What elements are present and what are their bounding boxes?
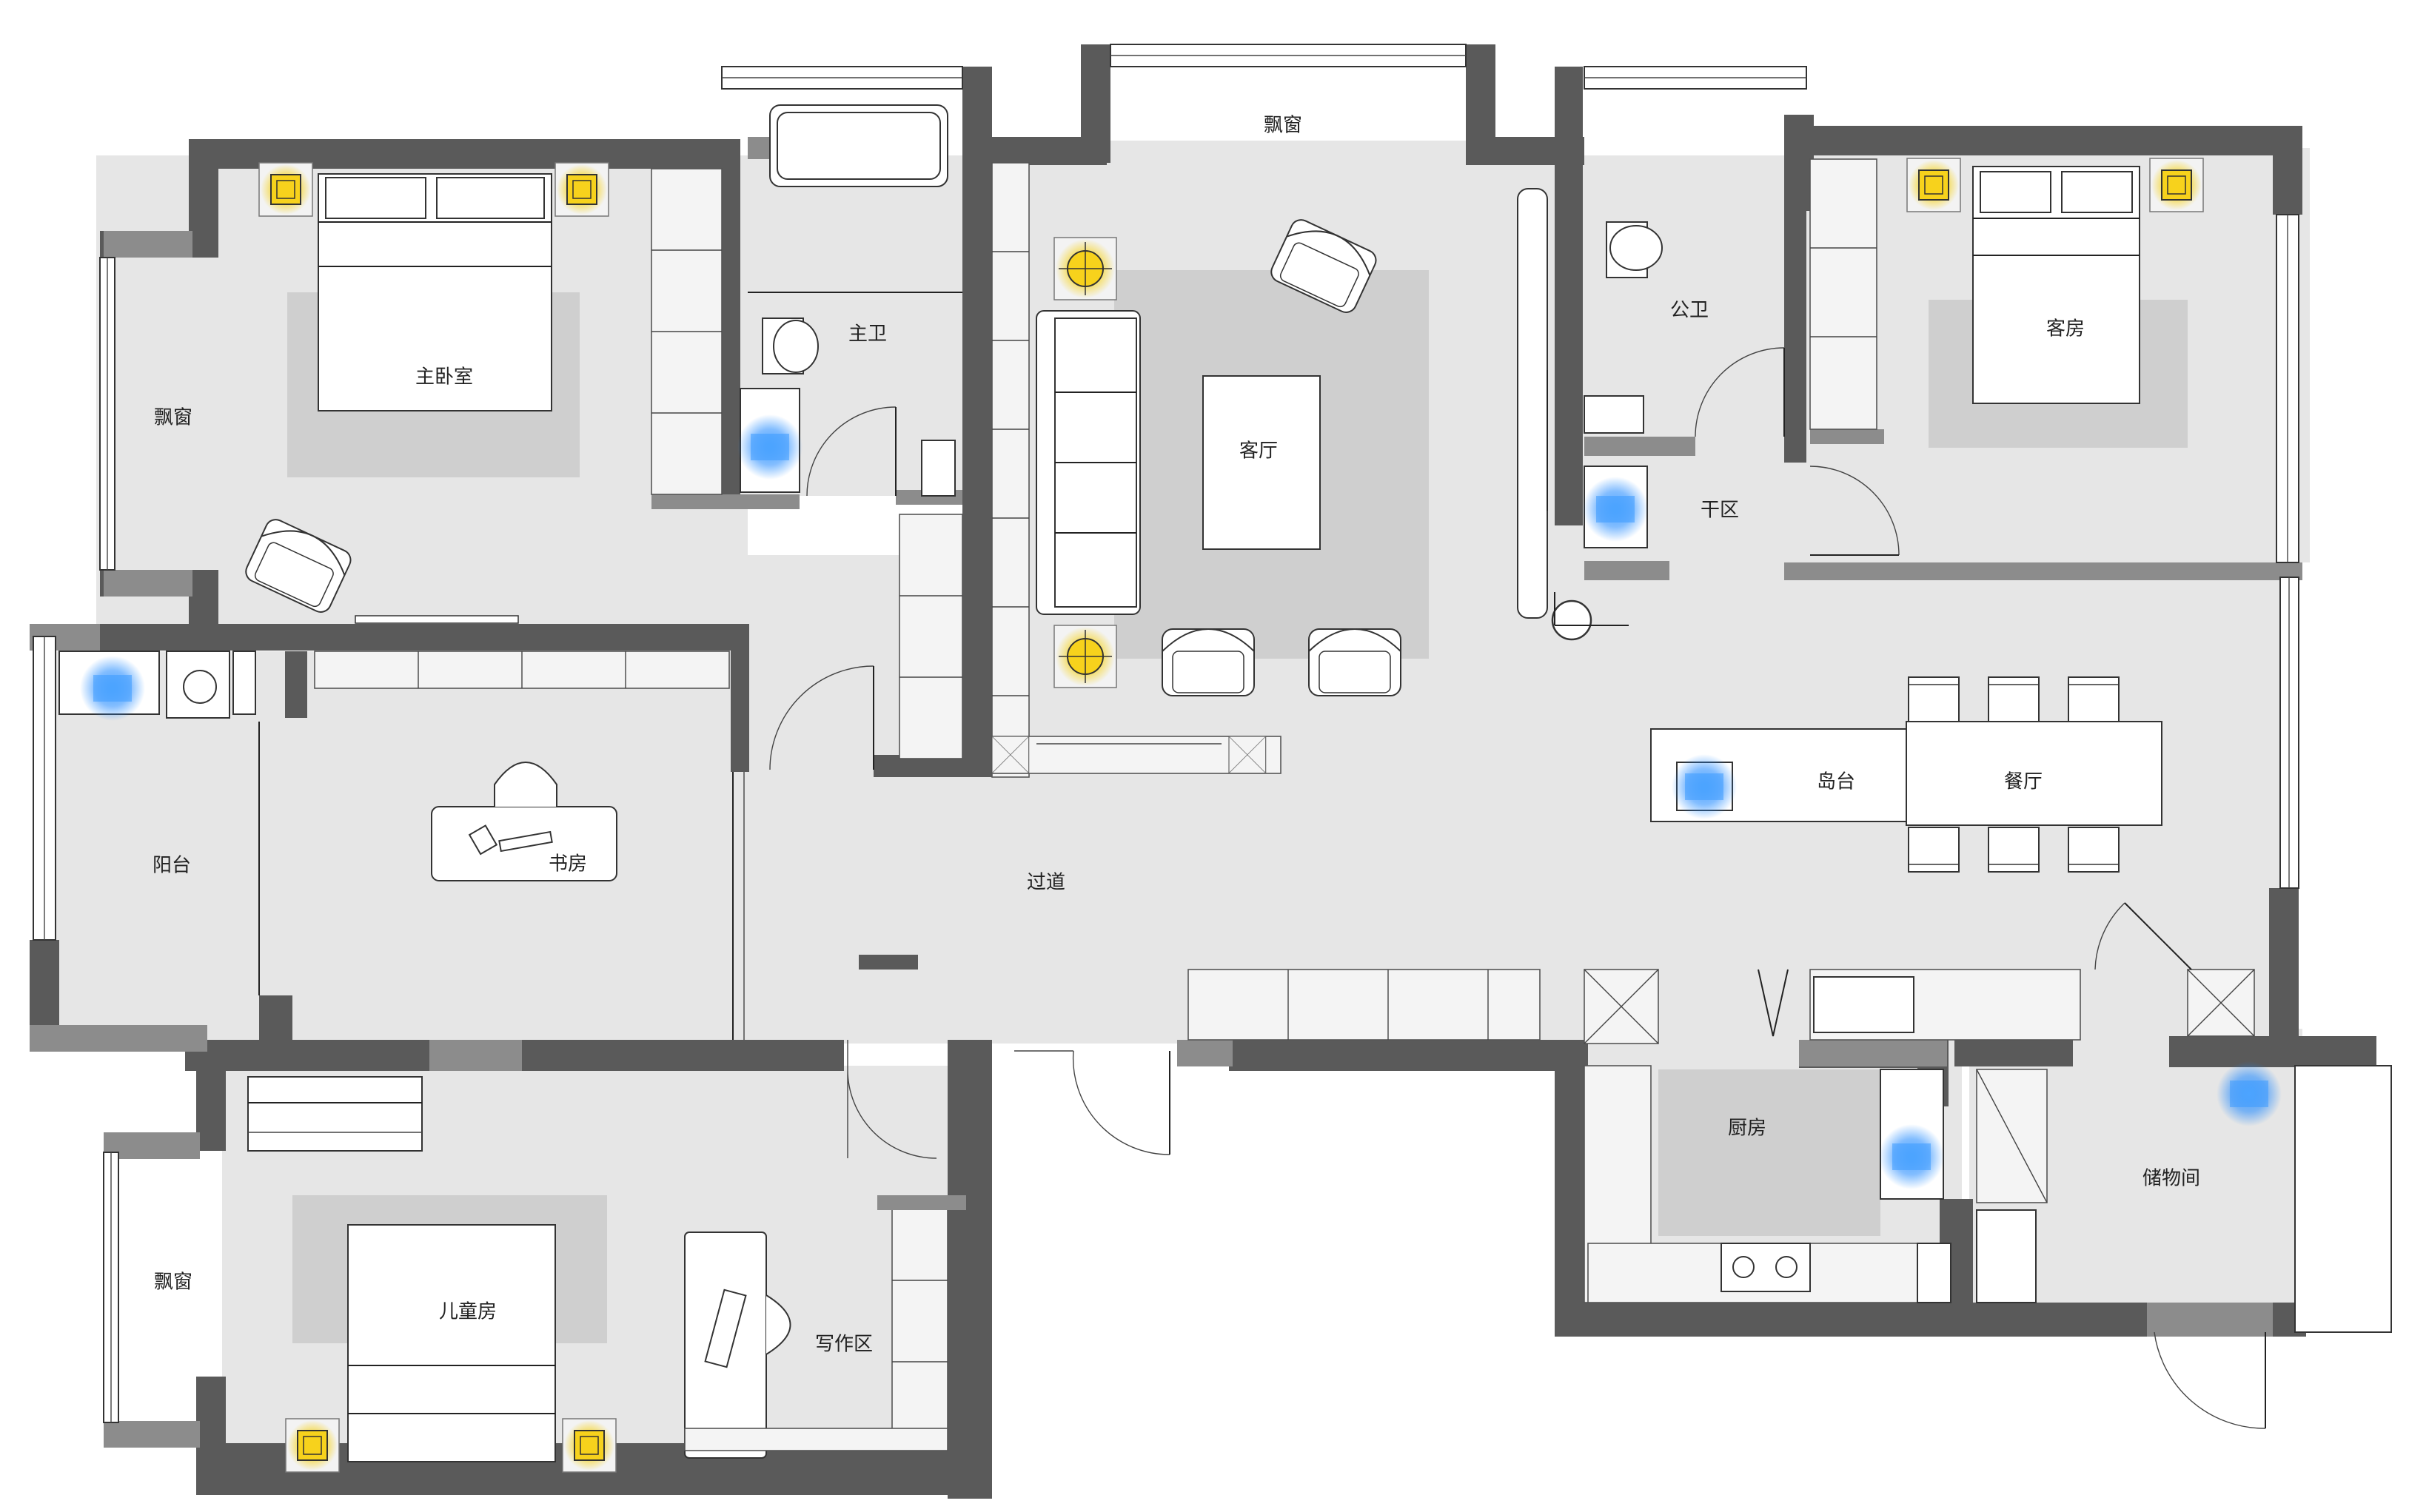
ceiling-light-icon bbox=[285, 1418, 340, 1473]
kids-room bbox=[247, 1040, 966, 1462]
master-bedroom bbox=[241, 168, 723, 624]
water-point-icon bbox=[1583, 477, 1648, 542]
ceiling-light-icon bbox=[1053, 237, 1117, 300]
room-label-kids-room: 儿童房 bbox=[439, 1301, 497, 1323]
walls-light bbox=[30, 137, 2302, 1448]
water-point-icon bbox=[2217, 1061, 2282, 1126]
room-label-guest-bath: 公卫 bbox=[1670, 300, 1709, 322]
room-label-island: 岛台 bbox=[1817, 771, 1855, 793]
ceiling-light-icon bbox=[562, 1418, 617, 1473]
room-label-balcony: 阳台 bbox=[153, 855, 191, 877]
room-label-dining: 餐厅 bbox=[2004, 771, 2043, 793]
room-label-study: 书房 bbox=[549, 853, 587, 876]
room-label-guest-room: 客房 bbox=[2046, 318, 2085, 340]
ceiling-light-icon bbox=[554, 162, 609, 217]
study bbox=[314, 651, 745, 1040]
room-labels: 主卧室 主卫 飘窗 飘窗 飘窗 客厅 公卫 客房 干区 阳台 书房 过道 岛台 … bbox=[153, 115, 2200, 1356]
room-label-master-bath: 主卫 bbox=[848, 323, 887, 346]
room-label-bay-window-top: 飘窗 bbox=[1264, 115, 1302, 137]
ceiling-light-icon bbox=[2149, 158, 2204, 212]
room-label-kitchen: 厨房 bbox=[1728, 1118, 1766, 1140]
water-point-icon bbox=[1672, 754, 1737, 819]
room-label-writing-area: 写作区 bbox=[815, 1334, 873, 1356]
master-bath bbox=[740, 104, 963, 759]
living-room bbox=[991, 162, 1401, 778]
room-label-bay-window-left-bottom: 飘窗 bbox=[154, 1271, 192, 1294]
water-point-icon bbox=[737, 414, 803, 480]
hallway-doors bbox=[769, 665, 1170, 1155]
room-label-bay-window-left-top: 飘窗 bbox=[154, 407, 192, 429]
room-label-living-room: 客厅 bbox=[1239, 440, 1278, 463]
room-label-hallway: 过道 bbox=[1027, 872, 1065, 894]
water-point-icon bbox=[1879, 1124, 1944, 1189]
storage bbox=[1976, 902, 2266, 1429]
room-label-master-bedroom: 主卧室 bbox=[415, 366, 473, 389]
room-label-dry-area: 干区 bbox=[1701, 500, 1739, 522]
ceiling-light-icon bbox=[1053, 625, 1117, 688]
kitchen-island-floor bbox=[1658, 1069, 1880, 1236]
windows bbox=[33, 44, 2392, 1423]
room-label-storage: 储物间 bbox=[2142, 1168, 2200, 1190]
ceiling-light-icon bbox=[258, 162, 313, 217]
ceiling-light-icon bbox=[1906, 158, 1961, 212]
guest-room bbox=[1809, 158, 2140, 556]
water-point-icon bbox=[80, 656, 145, 721]
